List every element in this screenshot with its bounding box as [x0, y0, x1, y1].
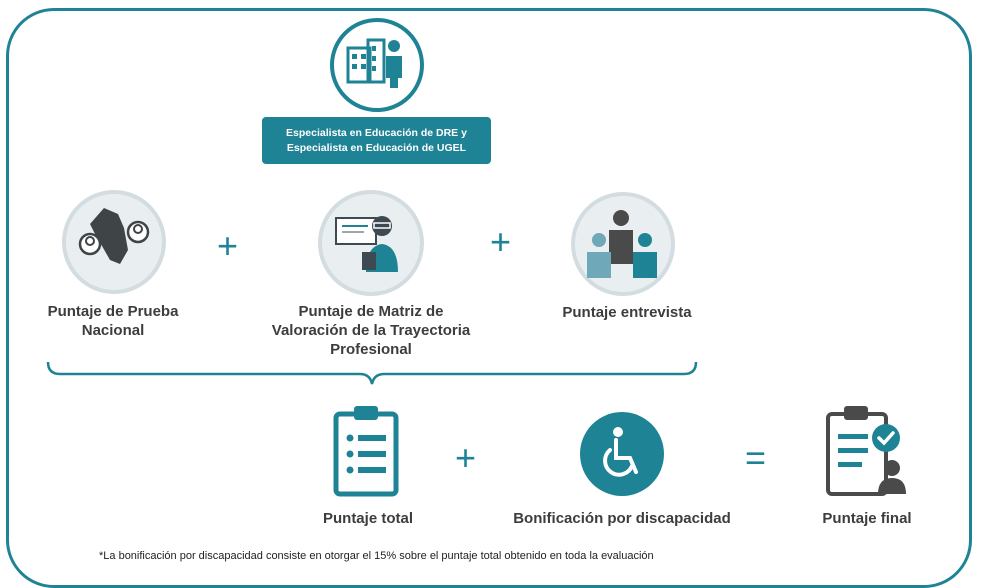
teacher-board-icon — [318, 190, 424, 296]
result-final-label: Puntaje final — [822, 510, 912, 527]
interview-people-icon — [571, 192, 675, 296]
clipboard-check-person-icon — [822, 404, 912, 500]
clipboard-list-icon — [330, 404, 402, 498]
component-label-prueba-nacional: Puntaje de Prueba Nacional — [38, 302, 188, 340]
specialist-building-icon — [330, 18, 424, 112]
sum-bracket — [46, 361, 698, 385]
footnote: *La bonificación por discapacidad consis… — [99, 550, 654, 562]
component-2-line-2: Valoración de la Trayectoria — [271, 322, 471, 339]
plus-operator-2: + — [490, 221, 512, 262]
role-line-1: Especialista en Educación de DRE y — [286, 126, 467, 139]
role-line-2: Especialista en Educación de UGEL — [286, 141, 467, 154]
component-label-matriz: Puntaje de Matriz de Valoración de la Tr… — [262, 302, 480, 359]
component-2-line-1: Puntaje de Matriz de — [298, 303, 444, 320]
plus-operator-3: + — [455, 437, 477, 478]
peru-map-people-icon — [62, 190, 166, 294]
component-1-line-1: Puntaje de Prueba — [47, 303, 179, 320]
component-2-line-3: Profesional — [330, 341, 412, 358]
component-3-line-1: Puntaje entrevista — [562, 304, 692, 321]
result-total-label: Puntaje total — [322, 510, 413, 527]
role-title-box: Especialista en Educación de DRE y Especi… — [262, 117, 491, 164]
component-1-line-2: Nacional — [81, 322, 145, 339]
equals-operator: = — [745, 437, 767, 478]
plus-operator-1: + — [217, 225, 239, 266]
result-bonus-label: Bonificación por discapacidad — [513, 510, 731, 527]
wheelchair-icon — [580, 412, 664, 496]
component-label-entrevista: Puntaje entrevista — [548, 303, 706, 322]
